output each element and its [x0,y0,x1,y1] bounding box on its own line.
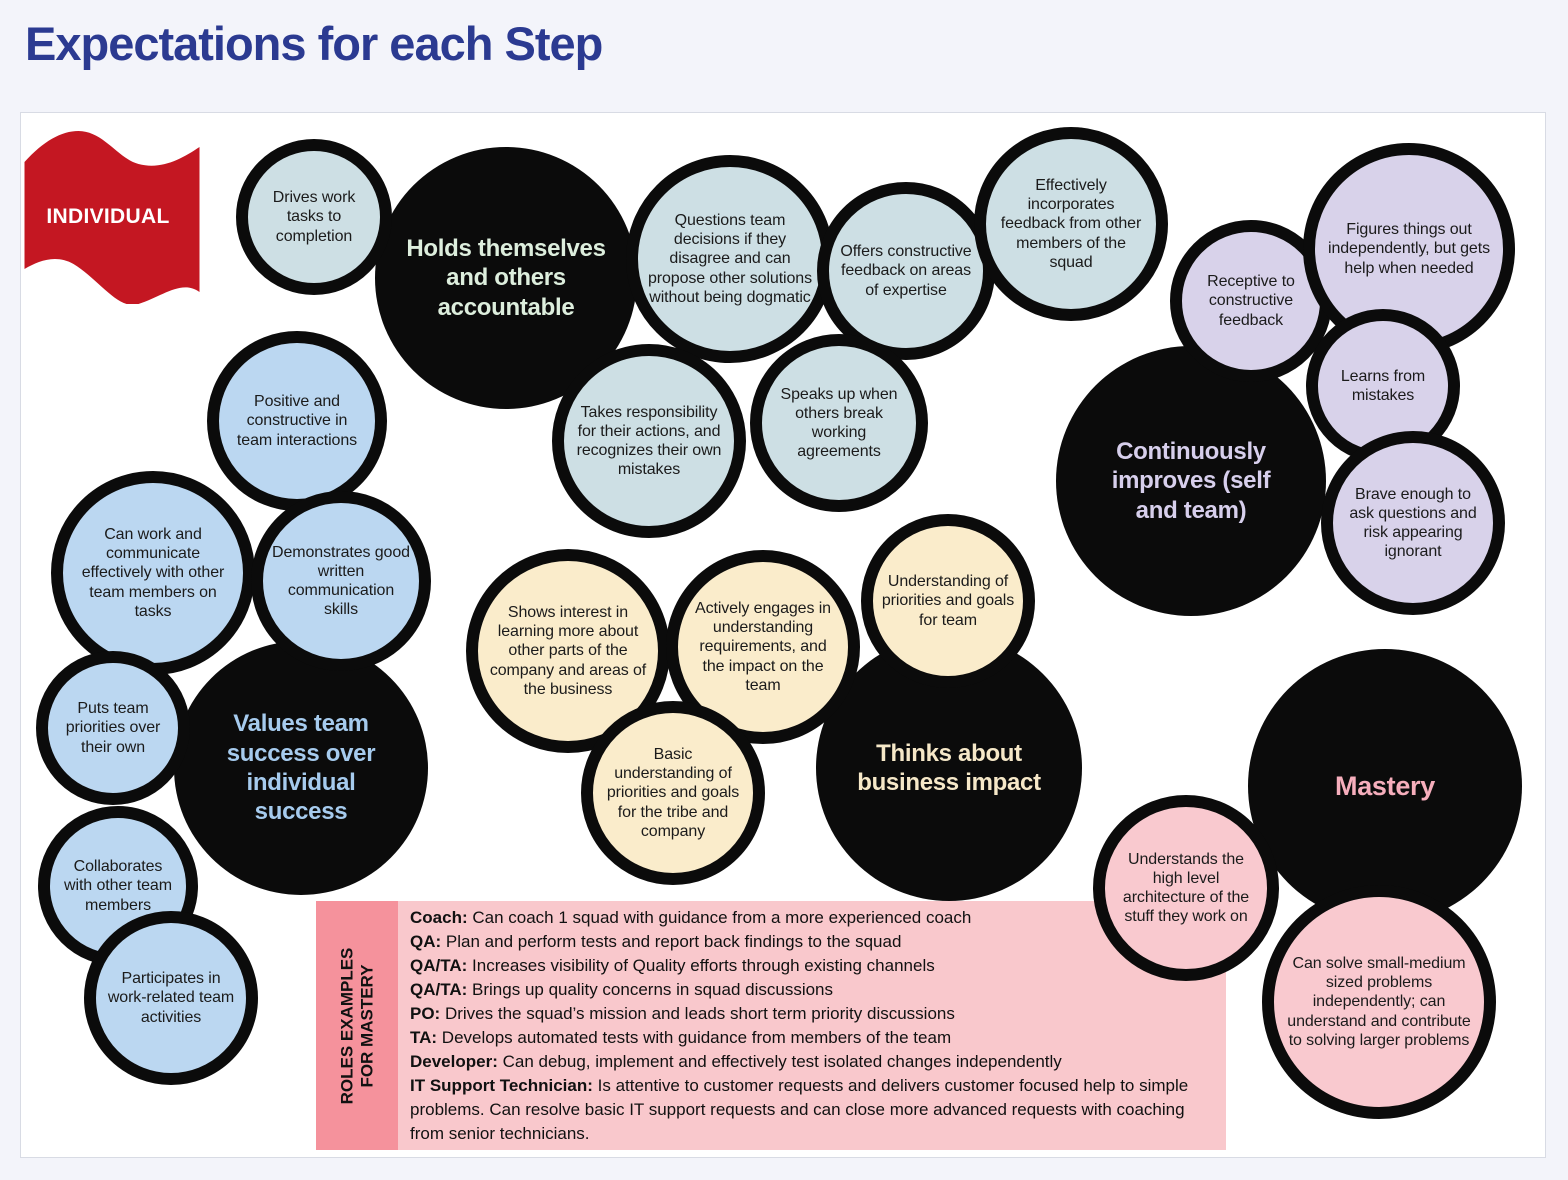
role-line-ta: TA: Develops automated tests with guidan… [410,1028,952,1047]
role-line-qata-2: QA/TA: Brings up quality concerns in squ… [410,980,834,999]
role-line-qa: QA: Plan and perform tests and report ba… [410,932,902,951]
bubble-speaks-up: Speaks up when others break working agre… [750,334,928,512]
bubble-demonstrates-written: Demonstrates good written communication … [251,491,431,671]
bubble-brave-enough: Brave enough to ask questions and risk a… [1321,431,1505,615]
role-line-coach: Coach: Can coach 1 squad with guidance f… [410,908,972,927]
bubble-questions-team: Questions team decisions if they disagre… [626,155,834,363]
role-line-po: PO: Drives the squad’s mission and leads… [410,1004,955,1023]
cluster-heading-continuously-improves: Continuously improves (self and team) [1056,346,1326,616]
bubble-understands-architecture: Understands the high level architecture … [1093,795,1279,981]
cluster-heading-values-team: Values team success over individual succ… [174,641,428,895]
roles-sidebar-line2: FOR MASTERY [357,963,376,1088]
bubble-takes-responsibility: Takes responsibility for their actions, … [552,344,746,538]
individual-flag-label: INDIVIDUAL [46,205,170,228]
roles-sidebar-line1: ROLES EXAMPLES [337,947,356,1104]
flag-icon [24,131,200,305]
individual-flag: INDIVIDUAL [23,129,204,305]
role-line-it-support: IT Support Technician: Is attentive to c… [410,1076,1189,1143]
role-line-developer: Developer: Can debug, implement and effe… [410,1052,1062,1071]
bubble-basic-understanding: Basic understanding of priorities and go… [581,701,765,885]
roles-box-sidebar: ROLES EXAMPLES FOR MASTERY [316,901,398,1150]
bubble-can-solve-problems: Can solve small-medium sized problems in… [1262,885,1496,1119]
bubble-can-work-communicate: Can work and communicate effectively wit… [51,471,255,675]
bubble-understanding-priorities: Understanding of priorities and goals fo… [861,514,1035,688]
diagram-canvas: INDIVIDUAL Holds themselves and others a… [20,112,1546,1158]
bubble-positive-constructive: Positive and constructive in team intera… [207,331,387,511]
bubble-drives-work: Drives work tasks to completion [236,139,392,295]
bubble-participates: Participates in work-related team activi… [84,911,258,1085]
role-line-qata-1: QA/TA: Increases visibility of Quality e… [410,956,935,975]
bubble-puts-team-priorities: Puts team priorities over their own [36,651,190,805]
page-title: Expectations for each Step [25,17,603,70]
roles-box-content: Coach: Can coach 1 squad with guidance f… [398,901,1226,1150]
cluster-heading-mastery: Mastery [1248,649,1522,923]
roles-examples-box: ROLES EXAMPLES FOR MASTERY Coach: Can co… [316,901,1226,1150]
bubble-effectively-incorporates: Effectively incorporates feedback from o… [974,127,1168,321]
